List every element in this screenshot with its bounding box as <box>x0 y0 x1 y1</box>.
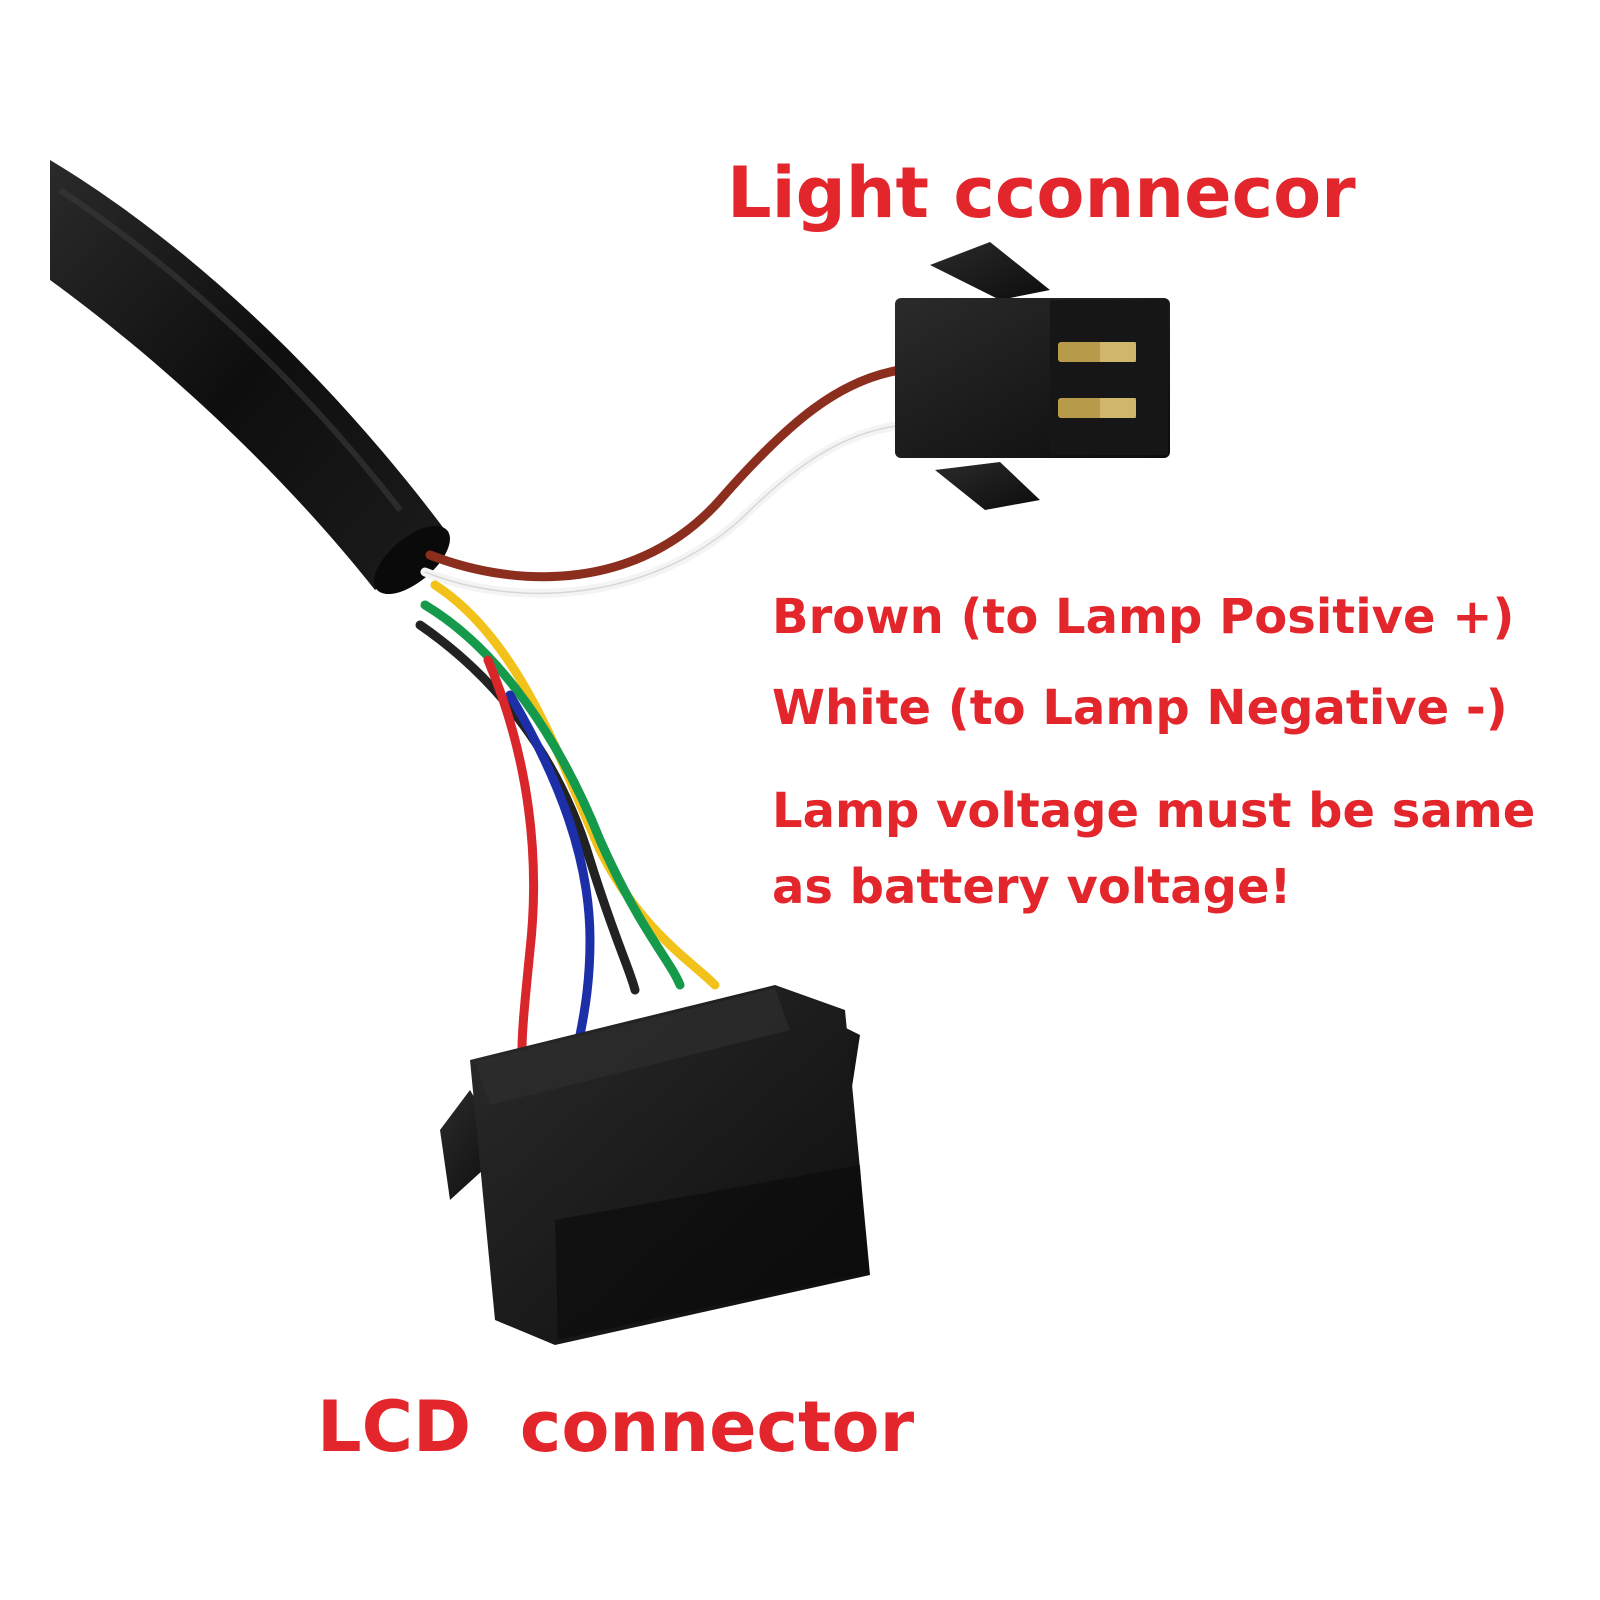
lcd-connector <box>440 985 870 1345</box>
main-cable <box>50 160 450 595</box>
light-connector-label: Light cconnecor <box>727 152 1356 234</box>
voltage-warning-line1: Lamp voltage must be same <box>772 783 1536 839</box>
voltage-warning-line2: as battery voltage! <box>772 859 1292 915</box>
brown-wire-note: Brown (to Lamp Positive +) <box>772 589 1515 645</box>
white-wire-note: White (to Lamp Negative -) <box>772 680 1508 736</box>
lcd-connector-label: LCD connector <box>317 1386 915 1468</box>
light-wires <box>420 365 910 598</box>
light-connector <box>895 242 1170 510</box>
lcd-wires <box>415 580 720 1055</box>
